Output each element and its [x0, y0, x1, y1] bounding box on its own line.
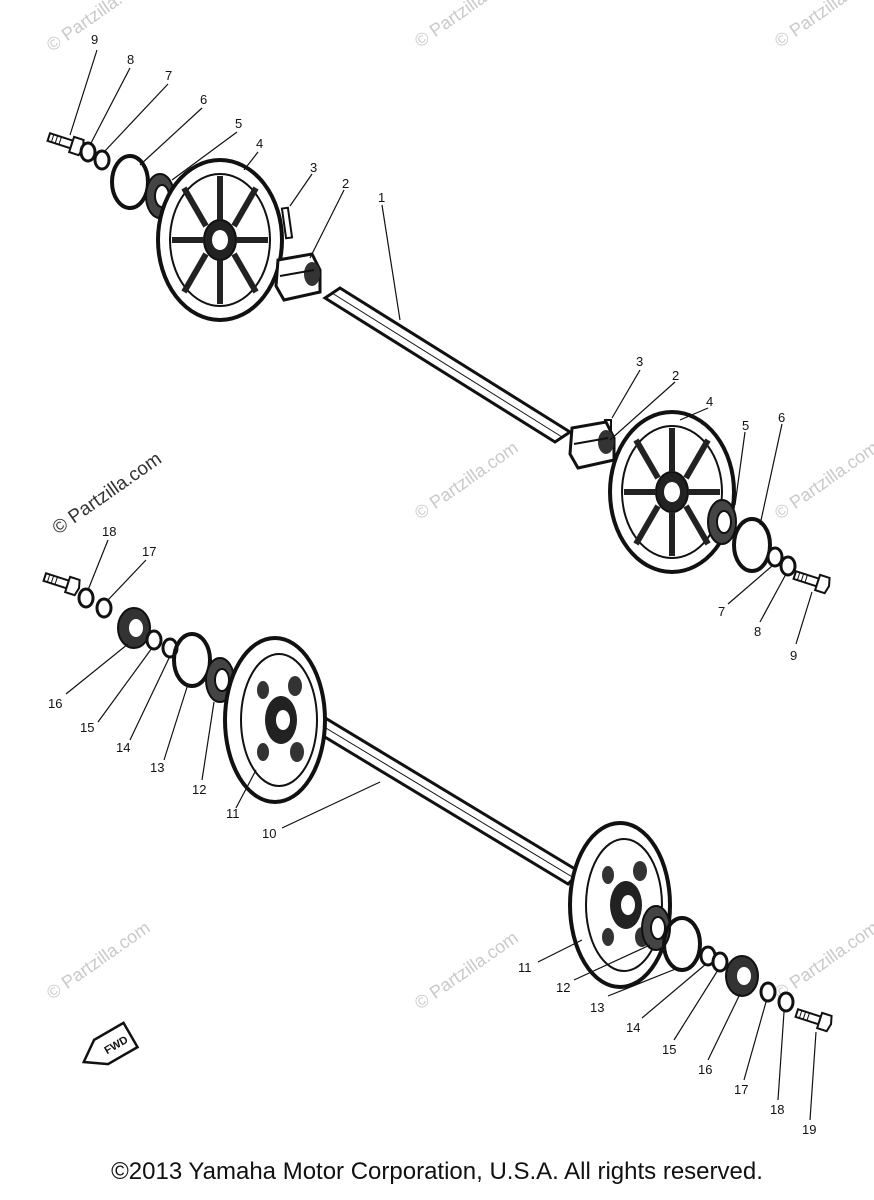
- oring-6: [110, 154, 150, 210]
- watermark: © Partzilla.com: [771, 0, 874, 51]
- bearing-5: [707, 499, 737, 545]
- watermark: © Partzilla.com: [411, 437, 522, 523]
- callout-lower-14: 14: [116, 740, 130, 755]
- callout-lower-18: 18: [770, 1102, 784, 1117]
- watermark: © Partzilla.com: [43, 917, 154, 1003]
- callout-lower-11: 11: [518, 960, 532, 975]
- pin-3: [280, 206, 294, 240]
- callout-upper-1: 1: [378, 190, 385, 205]
- callout-lower-16: 16: [48, 696, 62, 711]
- watermark-group: © Partzilla.com © Partzilla.com © Partzi…: [43, 0, 874, 1013]
- callout-upper-3: 3: [310, 160, 317, 175]
- callout-upper-5: 5: [742, 418, 749, 433]
- parts-diagram: © Partzilla.com © Partzilla.com © Partzi…: [41, 0, 874, 1137]
- collar-2: [274, 252, 322, 302]
- callout-lower-15: 15: [662, 1042, 676, 1057]
- callout-lower-17: 17: [734, 1082, 748, 1097]
- oring-13: [172, 632, 212, 688]
- wheel-11: [223, 636, 327, 804]
- upper-callouts: 9 8 7 6 5 4 3 2 1 3 2 4 5 6 7 8 9: [91, 32, 797, 663]
- callout-upper-4: 4: [256, 136, 263, 151]
- bolt-19: [41, 568, 83, 597]
- wheel-11: [568, 821, 672, 989]
- upper-axle-assembly: [45, 128, 833, 595]
- washer-17: [759, 981, 777, 1003]
- oring-13: [662, 916, 702, 972]
- ring-15: [145, 629, 163, 651]
- collar-2: [568, 420, 616, 470]
- callout-upper-7: 7: [718, 604, 725, 619]
- callout-upper-9: 9: [790, 648, 797, 663]
- callout-lower-13: 13: [590, 1000, 604, 1015]
- ring-15: [711, 951, 729, 973]
- callout-lower-19: 19: [802, 1122, 816, 1137]
- callout-upper-8: 8: [754, 624, 761, 639]
- callout-lower-12: 12: [192, 782, 206, 797]
- upper-leaders: [69, 49, 813, 645]
- watermark: © Partzilla.com: [771, 917, 874, 1003]
- callout-upper-2: 2: [342, 176, 349, 191]
- callout-lower-10: 10: [262, 826, 276, 841]
- callout-upper-7: 7: [165, 68, 172, 83]
- fwd-arrow-icon: FWD: [81, 1021, 140, 1066]
- watermark: © Partzilla.com: [43, 0, 154, 55]
- washer-7: [93, 149, 111, 171]
- callout-upper-6: 6: [200, 92, 207, 107]
- callout-lower-17: 17: [142, 544, 156, 559]
- bolt-19: [793, 1004, 835, 1033]
- lower-axle-assembly: [41, 568, 835, 1033]
- callout-lower-11: 11: [226, 806, 240, 821]
- lower-callouts: 18 17 16 15 14 13 12 11 10 11 12 13 14 1…: [48, 524, 816, 1137]
- washer-17: [95, 597, 113, 619]
- callout-upper-3: 3: [636, 354, 643, 369]
- seal-16: [725, 955, 759, 997]
- seal-16: [117, 607, 151, 649]
- callout-upper-5: 5: [235, 116, 242, 131]
- wheel-4: [610, 412, 734, 572]
- bolt-9: [791, 566, 833, 595]
- callout-upper-8: 8: [127, 52, 134, 67]
- callout-lower-14: 14: [626, 1020, 640, 1035]
- watermark: © Partzilla.com: [771, 437, 874, 523]
- watermark: © Partzilla.com: [411, 0, 522, 51]
- callout-lower-13: 13: [150, 760, 164, 775]
- washer-8: [79, 141, 97, 163]
- watermark: © Partzilla.com: [411, 927, 522, 1013]
- callout-lower-16: 16: [698, 1062, 712, 1077]
- callout-upper-4: 4: [706, 394, 713, 409]
- callout-lower-12: 12: [556, 980, 570, 995]
- callout-lower-18: 18: [102, 524, 116, 539]
- oring-6: [732, 517, 772, 573]
- lower-leaders: [65, 539, 817, 1121]
- callout-upper-2: 2: [672, 368, 679, 383]
- washer-18: [777, 991, 795, 1013]
- washer-18: [77, 587, 95, 609]
- callout-upper-9: 9: [91, 32, 98, 47]
- wheel-4: [158, 160, 282, 320]
- callout-lower-15: 15: [80, 720, 94, 735]
- copyright-notice: ©2013 Yamaha Motor Corporation, U.S.A. A…: [111, 1158, 763, 1185]
- callout-upper-6: 6: [778, 410, 785, 425]
- washer-8: [779, 555, 797, 577]
